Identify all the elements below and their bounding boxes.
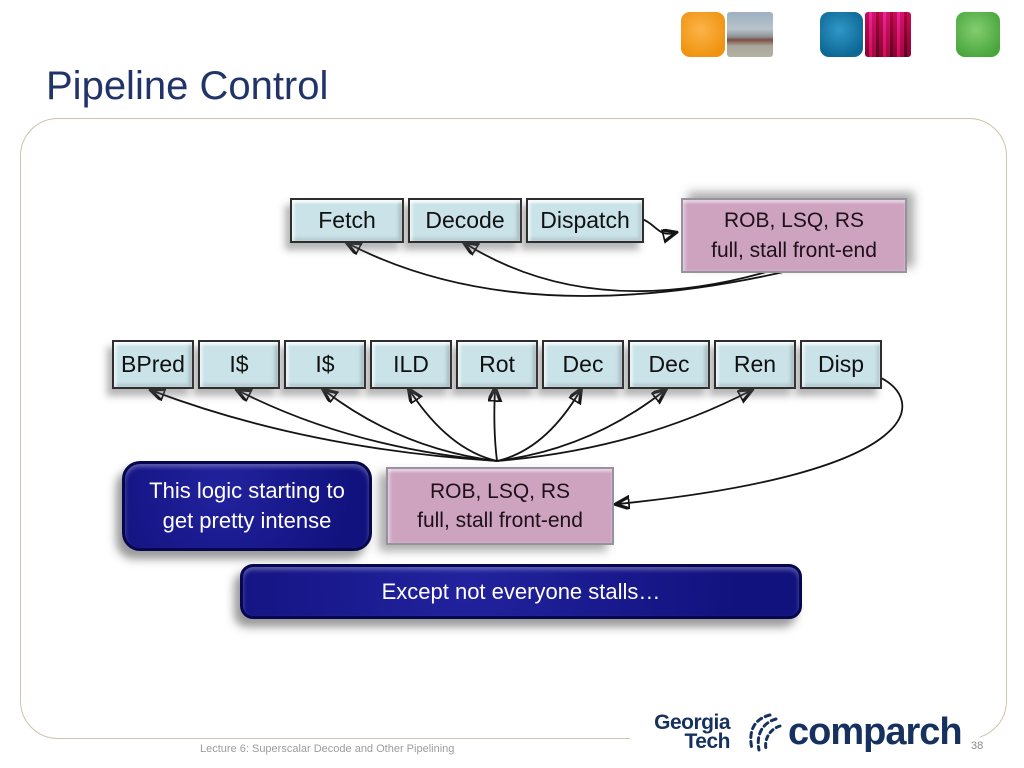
stage-box-disp: Disp xyxy=(800,340,882,389)
stage-label: Dispatch xyxy=(540,207,630,233)
green-square-decor xyxy=(956,12,1000,57)
footer-lecture-title: Lecture 6: Superscalar Decode and Other … xyxy=(200,743,455,755)
stall-callout-bottom: ROB, LSQ, RS full, stall front-end xyxy=(386,467,614,545)
stage-label: ILD xyxy=(393,351,429,377)
stage-label: Dec xyxy=(562,351,604,377)
stage-label: Decode xyxy=(425,207,505,233)
stage-box-dec1: Dec xyxy=(542,340,624,389)
chip-photo-thumbnail xyxy=(865,12,911,57)
stage-label: BPred xyxy=(121,351,185,377)
stage-box-decode: Decode xyxy=(408,198,522,243)
orange-square-decor xyxy=(681,12,725,57)
branding-area: Georgia Tech comparch xyxy=(630,704,980,760)
note-text: Except not everyone stalls… xyxy=(381,578,661,604)
stall-line1: ROB, LSQ, RS xyxy=(723,209,865,233)
comparch-swirl-icon xyxy=(749,713,782,752)
blue-square-decor xyxy=(820,12,863,57)
stage-box-rot: Rot xyxy=(456,340,538,389)
stage-label: I$ xyxy=(229,351,249,377)
stage-box-bpred: BPred xyxy=(112,340,194,389)
stage-label: Fetch xyxy=(318,207,376,233)
stage-label: Rot xyxy=(479,351,515,377)
note-line2: get pretty intense xyxy=(162,508,332,533)
georgia-tech-logo: Georgia Tech xyxy=(630,711,731,753)
stage-box-dispatch: Dispatch xyxy=(526,198,644,243)
note-not-everyone-stalls: Except not everyone stalls… xyxy=(240,564,802,619)
stage-box-fetch: Fetch xyxy=(290,198,404,243)
tech-text: Tech xyxy=(684,730,731,753)
comparch-logo: comparch xyxy=(788,710,963,753)
stage-box-dec2: Dec xyxy=(628,340,710,389)
stage-label: Dec xyxy=(648,351,690,377)
stall-callout-top: ROB, LSQ, RS full, stall front-end xyxy=(681,198,907,273)
georgia-text: Georgia xyxy=(654,711,730,734)
stage-box-icache2: I$ xyxy=(284,340,366,389)
content-frame xyxy=(20,118,1007,739)
stall-line2: full, stall front-end xyxy=(417,509,583,532)
stage-box-ild: ILD xyxy=(370,340,452,389)
stage-label: I$ xyxy=(315,351,335,377)
slide-title: Pipeline Control xyxy=(46,64,329,108)
page-number: 38 xyxy=(971,740,984,752)
stage-box-icache1: I$ xyxy=(198,340,280,389)
note-line1: This logic starting to xyxy=(149,478,345,504)
campus-photo-thumbnail xyxy=(727,12,773,57)
note-logic-intense: This logic starting to get pretty intens… xyxy=(122,461,372,551)
stall-line1: ROB, LSQ, RS xyxy=(429,479,571,503)
stage-box-ren: Ren xyxy=(714,340,796,389)
stage-label: Ren xyxy=(733,351,777,377)
stall-line2: full, stall front-end xyxy=(711,238,877,262)
stage-label: Disp xyxy=(817,351,864,377)
